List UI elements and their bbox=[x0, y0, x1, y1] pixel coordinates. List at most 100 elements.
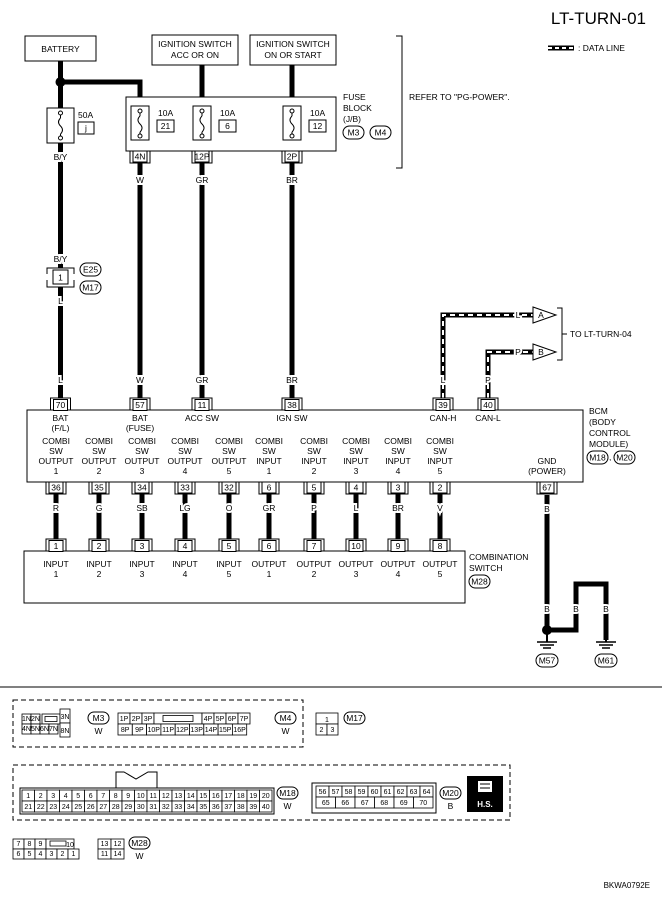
combi-label: OUTPUT bbox=[423, 559, 458, 569]
pin: 12P bbox=[176, 727, 189, 734]
svg-text:CONTROL: CONTROL bbox=[589, 428, 631, 438]
bcm-pin-36: 36 bbox=[45, 481, 67, 495]
svg-text:M20: M20 bbox=[616, 453, 633, 463]
combi-label: INPUT bbox=[43, 559, 69, 569]
combi-label: OUTPUT bbox=[252, 559, 287, 569]
bcm-top-label: ACC SW bbox=[185, 413, 219, 423]
bcm-pin-40: 40 bbox=[477, 397, 499, 411]
pin: 13P bbox=[190, 727, 203, 734]
wire-color-by: B/Y bbox=[54, 152, 68, 162]
svg-text:B: B bbox=[544, 504, 550, 514]
bcm-pin-39-label: 39 bbox=[438, 400, 448, 410]
bcm-pin-34-label: 34 bbox=[137, 483, 147, 493]
bcm-pin-38-label: 38 bbox=[287, 400, 297, 410]
pin: 6P bbox=[228, 716, 237, 723]
bcm-pin-67: 67 bbox=[536, 481, 558, 495]
pin: 2P bbox=[132, 716, 141, 723]
wire-color: W bbox=[136, 175, 144, 185]
pin: 18 bbox=[237, 793, 245, 800]
bcm-pin-36-label: 36 bbox=[51, 483, 61, 493]
pin: 3N bbox=[61, 714, 70, 721]
bcm-bottom-label: INPUT bbox=[343, 456, 369, 466]
pin: 1P bbox=[120, 716, 129, 723]
wire-color: L bbox=[354, 503, 359, 513]
combi-pin-10-label: 10 bbox=[351, 541, 361, 551]
bcm-pin-57-label: 57 bbox=[135, 400, 145, 410]
pin: 68 bbox=[380, 800, 388, 807]
bcm-bottom-label: 1 bbox=[54, 466, 59, 476]
bcm-pin-5: 5 bbox=[303, 481, 325, 495]
can-lines: L P L P A B TO LT-TURN-04 bbox=[439, 306, 632, 398]
pin: 16 bbox=[212, 793, 220, 800]
wire-color: GR bbox=[263, 503, 276, 513]
combi-pin-5: 5 bbox=[218, 538, 240, 552]
pin: 11 bbox=[101, 851, 108, 858]
svg-text:,: , bbox=[609, 452, 611, 462]
hs-badge: H.S. bbox=[467, 776, 503, 812]
pin: 36 bbox=[212, 804, 220, 811]
bcm-bottom-label: INPUT bbox=[301, 456, 327, 466]
bcm-pin-11: 11 bbox=[191, 397, 213, 411]
bcm-bottom-label: COMBI bbox=[342, 436, 370, 446]
bcm-bottom-label: SW bbox=[222, 446, 236, 456]
svg-text:REFER TO "PG-POWER".: REFER TO "PG-POWER". bbox=[409, 92, 510, 102]
ground-circuit: B B B B M57 M61 bbox=[535, 495, 618, 668]
pin: 25 bbox=[74, 804, 82, 811]
svg-text:(BODY: (BODY bbox=[589, 417, 616, 427]
pin: 22 bbox=[37, 804, 45, 811]
figure-code: BKWA0792E bbox=[604, 881, 650, 890]
combi-label: INPUT bbox=[172, 559, 198, 569]
bcm-bottom-label: 5 bbox=[438, 466, 443, 476]
svg-text:50A: 50A bbox=[78, 110, 93, 120]
fusible-link: 50A j bbox=[46, 107, 95, 144]
pin: 60 bbox=[371, 789, 379, 796]
pin: 65 bbox=[322, 800, 330, 807]
combi-label: INPUT bbox=[86, 559, 112, 569]
fuse-block-label: FUSE BLOCK (J/B) M3 M4 bbox=[342, 92, 392, 140]
svg-text:IGNITION SWITCH: IGNITION SWITCH bbox=[256, 39, 330, 49]
pin: 11 bbox=[150, 793, 157, 800]
pin: 40 bbox=[262, 804, 270, 811]
combi-label: 3 bbox=[354, 569, 359, 579]
connector-color: W bbox=[283, 801, 291, 811]
fuse-amp: 10A bbox=[220, 108, 235, 118]
svg-text:M17: M17 bbox=[82, 283, 99, 293]
bcm-bottom-label: COMBI bbox=[255, 436, 283, 446]
pin: 7N bbox=[49, 726, 58, 733]
bcm-bottom-label: SW bbox=[49, 446, 63, 456]
combi-pin-8-label: 8 bbox=[438, 541, 443, 551]
pin: 10 bbox=[137, 793, 145, 800]
pin: 4 bbox=[39, 851, 43, 858]
pin: 56 bbox=[319, 789, 327, 796]
pin: 6 bbox=[17, 851, 21, 858]
pin: 14 bbox=[114, 851, 122, 858]
combi-label: 2 bbox=[312, 569, 317, 579]
svg-text:j: j bbox=[84, 123, 87, 133]
pin: 5 bbox=[28, 851, 32, 858]
pin: 4P bbox=[204, 716, 213, 723]
combination-switch-pins: 1INPUT12INPUT23INPUT34INPUT45INPUT56OUTP… bbox=[43, 538, 458, 579]
combi-label: INPUT bbox=[129, 559, 155, 569]
pin: 2 bbox=[39, 793, 43, 800]
svg-text:E25: E25 bbox=[83, 265, 98, 275]
bcm-bottom-label: COMBI bbox=[171, 436, 199, 446]
bcm-bottom-label: 2 bbox=[312, 466, 317, 476]
bcm-pin-5-label: 5 bbox=[312, 483, 317, 493]
bcm-bottom-label: COMBI bbox=[300, 436, 328, 446]
wire-color: LG bbox=[179, 503, 190, 513]
connector-id: M4 bbox=[280, 713, 292, 723]
svg-text:L: L bbox=[441, 375, 446, 385]
svg-text:BLOCK: BLOCK bbox=[343, 103, 372, 113]
fuse-number: 6 bbox=[225, 121, 230, 131]
pin: 37 bbox=[224, 804, 232, 811]
pin: 7 bbox=[101, 793, 105, 800]
bcm-outline bbox=[26, 409, 584, 483]
pin: 21 bbox=[24, 804, 32, 811]
connector-group-1 bbox=[12, 699, 304, 748]
wire-color-l: L bbox=[58, 296, 63, 306]
svg-text:COMBINATION: COMBINATION bbox=[469, 552, 528, 562]
fuse-pin-4N-label: 4N bbox=[135, 152, 146, 162]
combi-label: 1 bbox=[267, 569, 272, 579]
pin: 1 bbox=[325, 717, 329, 724]
